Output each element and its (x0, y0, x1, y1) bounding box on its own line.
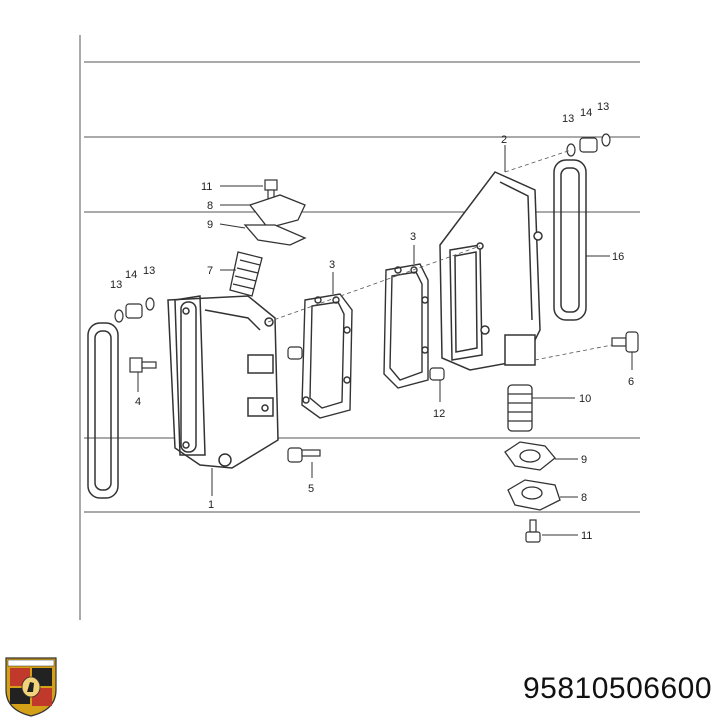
flange-part-8-top (248, 194, 306, 229)
callout-2: 2 (501, 134, 507, 146)
callout-1: 1 (208, 499, 214, 511)
flange-part-8-bottom (507, 479, 561, 511)
leader-9a (219, 223, 246, 229)
bolt-part-6 (611, 331, 639, 353)
callout-14b: 14 (580, 107, 592, 119)
callout-9a: 9 (207, 219, 213, 231)
bolt-part-5 (287, 447, 321, 463)
callout-13b: 13 (143, 265, 155, 277)
cover-part-2 (439, 171, 543, 371)
dowel-pin-left (287, 346, 303, 360)
callout-3a: 3 (329, 259, 335, 271)
gasket-part-9-bottom (504, 441, 556, 471)
seal-set-left (114, 297, 155, 323)
callout-5: 5 (308, 483, 314, 495)
gasket-part-9-top (243, 224, 307, 246)
callout-3b: 3 (410, 231, 416, 243)
callout-10: 10 (579, 393, 591, 405)
callout-4: 4 (135, 396, 141, 408)
bolt-part-4 (129, 357, 157, 373)
alignment-lines (267, 149, 613, 361)
callout-6: 6 (628, 376, 634, 388)
gasket-part-16 (553, 159, 587, 321)
bolt-part-11-bottom (525, 519, 541, 543)
bellows-part-7 (229, 251, 263, 297)
callout-7: 7 (207, 265, 213, 277)
callout-13d: 13 (597, 101, 609, 113)
callout-8b: 8 (581, 492, 587, 504)
callout-14a: 14 (125, 269, 137, 281)
gasket-part-3-right (383, 263, 429, 389)
callout-11b: 11 (581, 530, 592, 542)
diagram-frame (79, 35, 640, 620)
part-number: 95810506600 (522, 672, 712, 705)
gasket-part-3-left (301, 293, 353, 419)
gasket-left (87, 322, 119, 499)
callout-13c: 13 (562, 113, 574, 125)
seal-set-right (566, 133, 611, 157)
cover-part-1 (167, 295, 279, 469)
callout-13a: 13 (110, 279, 122, 291)
porsche-crest-logo (5, 657, 57, 717)
callout-16: 16 (612, 251, 624, 263)
callout-12: 12 (433, 408, 445, 420)
callout-11a: 11 (201, 181, 212, 193)
dowel-pin-part-12 (429, 367, 445, 381)
callout-8a: 8 (207, 200, 213, 212)
bellows-part-10 (507, 384, 533, 432)
callout-9b: 9 (581, 454, 587, 466)
